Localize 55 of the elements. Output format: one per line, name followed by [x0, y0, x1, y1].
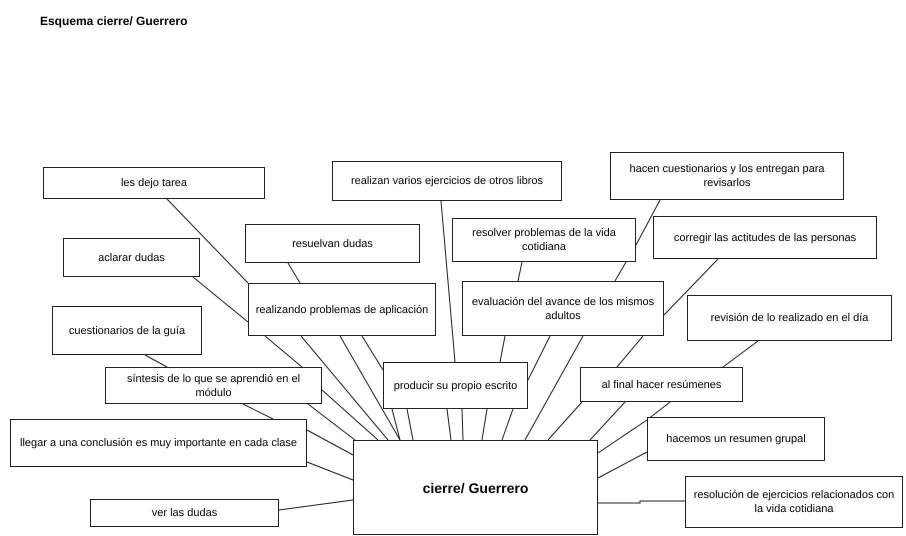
connector-line [308, 404, 356, 440]
connector-line [722, 340, 758, 368]
diagram-title: Esquema cierre/ Guerrero [40, 13, 188, 30]
connector-line [264, 336, 302, 368]
connector-line [306, 430, 354, 456]
idea-box: revisión de lo realizado en el día [687, 295, 892, 341]
idea-box: resuelvan dudas [245, 224, 420, 263]
connector-line [598, 500, 686, 504]
idea-box: realizando problemas de aplicación [248, 283, 436, 336]
connector-line [306, 462, 354, 480]
idea-box: resolución de ejercicios relacionados con la vida cotidiana [685, 476, 903, 528]
connector-line [598, 420, 648, 454]
connector-line [664, 258, 718, 316]
connector-line [300, 336, 388, 440]
connector-line [482, 408, 488, 440]
connector-line [548, 402, 582, 440]
idea-box: resolver problemas de la vida cotidiana [452, 218, 636, 262]
connector-line [528, 336, 550, 380]
connector-line [340, 336, 400, 440]
connector-line [598, 452, 648, 478]
idea-box: hacemos un resumen grupal [647, 417, 825, 461]
connector-line [614, 262, 626, 282]
connector-line [144, 354, 168, 368]
idea-box: hacen cuestionarios y los entregan para revisarlos [610, 152, 844, 200]
connector-line [362, 336, 384, 370]
idea-box: aclarar dudas [63, 238, 200, 277]
connector-line [446, 408, 452, 440]
connector-line [590, 402, 626, 440]
connector-line [518, 262, 522, 282]
idea-box: cuestionarios de la guía [52, 306, 202, 355]
connector-line [440, 200, 456, 362]
connector-line [166, 198, 248, 284]
connector-line [322, 390, 378, 440]
connector-line [524, 336, 584, 440]
connector-line [406, 408, 414, 440]
idea-box: al final hacer resúmenes [580, 367, 743, 402]
connector-line [500, 336, 506, 362]
connector-line [502, 408, 514, 440]
central-box: cierre/ Guerrero [353, 440, 598, 535]
idea-box: ver las dudas [90, 499, 279, 527]
idea-box: producir su propio escrito [383, 362, 528, 409]
idea-box: corregir las actitudes de las personas [653, 216, 877, 259]
idea-box: llegar a una conclusión es muy importante en cada clase [10, 419, 307, 467]
connector-line [278, 500, 354, 510]
idea-box: realizan varios ejercicios de otros libros [332, 161, 562, 201]
connector-line [462, 408, 464, 440]
idea-box: les dejo tarea [43, 167, 265, 199]
connector-line [392, 408, 400, 440]
connector-line [636, 200, 660, 246]
idea-box: evaluación del avance de los mismos adultos [462, 281, 664, 336]
connector-line [242, 404, 274, 420]
idea-box: síntesis de lo que se aprendió en el módulo [105, 367, 322, 404]
connector-line [616, 336, 644, 368]
connector-line [288, 262, 300, 284]
connector-line [192, 276, 248, 322]
